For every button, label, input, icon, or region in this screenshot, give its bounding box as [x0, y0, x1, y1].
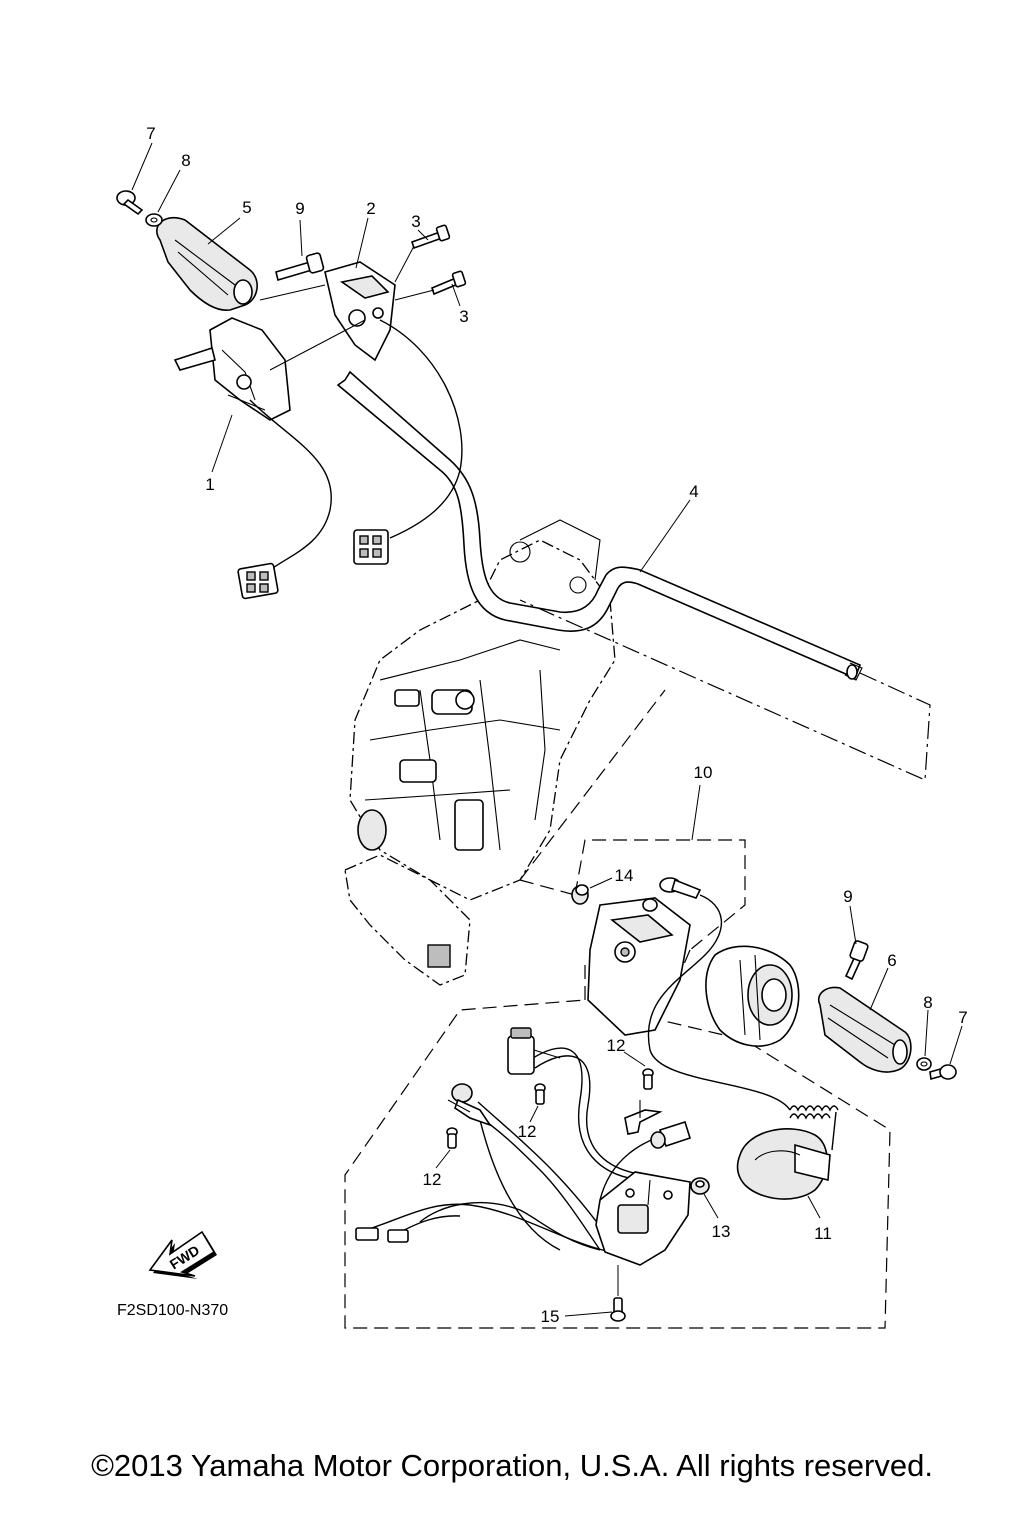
reference-code: F2SD100-N370 [117, 1302, 228, 1319]
left-connector [237, 562, 279, 600]
right-switch-box [324, 261, 396, 362]
throttle-body [705, 945, 800, 1047]
callout-3-lower: 3 [459, 307, 468, 326]
grommet-13 [690, 1177, 710, 1195]
screw-12-lower [446, 1127, 458, 1149]
right-control-housing [587, 897, 691, 1036]
callout-2: 2 [366, 199, 375, 218]
callout-14: 14 [615, 866, 634, 885]
callout-labels: 7 8 5 9 2 3 3 1 4 10 14 9 6 8 7 12 12 12… [146, 124, 967, 1326]
stop-switch [650, 1120, 691, 1149]
screw-3-upper [410, 224, 451, 250]
washer-8-left [145, 213, 163, 227]
wiring-harness [359, 1047, 681, 1253]
mount-plate [595, 1171, 691, 1266]
callout-12-lower: 12 [423, 1170, 442, 1189]
solenoid-switch [507, 1027, 561, 1075]
fwd-arrow-icon: FWD [148, 1230, 217, 1279]
callout-8-left: 8 [181, 151, 190, 170]
right-grip [818, 986, 912, 1073]
lanyard-clip [659, 877, 702, 899]
lanyard-coil [789, 1105, 839, 1151]
bolt-9-left [275, 252, 325, 282]
callout-15: 15 [541, 1307, 560, 1326]
left-grip [156, 216, 258, 311]
screw-7-left [116, 190, 144, 216]
screw-3-lower [431, 270, 467, 296]
screw-12-upper [642, 1068, 654, 1090]
callout-3-upper: 3 [411, 212, 420, 231]
cap-14 [571, 884, 589, 905]
callout-4: 4 [689, 482, 698, 501]
connector-pair [355, 1227, 409, 1243]
left-switch-box [173, 317, 291, 421]
clamp-bracket [624, 1100, 663, 1135]
callout-9-right: 9 [843, 887, 852, 906]
callout-7-right: 7 [958, 1008, 967, 1027]
callout-10: 10 [694, 763, 713, 782]
callout-12-middle: 12 [518, 1122, 537, 1141]
bolt-9-right [844, 940, 869, 981]
kit-outline-10 [344, 689, 891, 1329]
callout-7-left: 7 [146, 124, 155, 143]
right-connector [353, 529, 389, 565]
copyright-notice: ©2013 Yamaha Motor Corporation, U.S.A. A… [91, 1448, 933, 1483]
leader-lines [131, 142, 963, 1317]
washer-8-right [916, 1057, 932, 1071]
callout-5: 5 [242, 198, 251, 217]
callout-6: 6 [887, 951, 896, 970]
steering-column-housing [344, 519, 616, 986]
start-switch [447, 1083, 492, 1127]
handlebar [336, 370, 931, 781]
callout-9-left: 9 [295, 199, 304, 218]
screw-15 [610, 1297, 626, 1322]
callout-12-upper: 12 [607, 1036, 626, 1055]
callout-13: 13 [712, 1222, 731, 1241]
lanyard-cover-11 [736, 1128, 831, 1200]
callout-8-right: 8 [923, 993, 932, 1012]
screw-7-right [929, 1064, 957, 1081]
callout-1: 1 [205, 475, 214, 494]
callout-11: 11 [814, 1224, 832, 1243]
screw-12-middle [534, 1083, 546, 1105]
